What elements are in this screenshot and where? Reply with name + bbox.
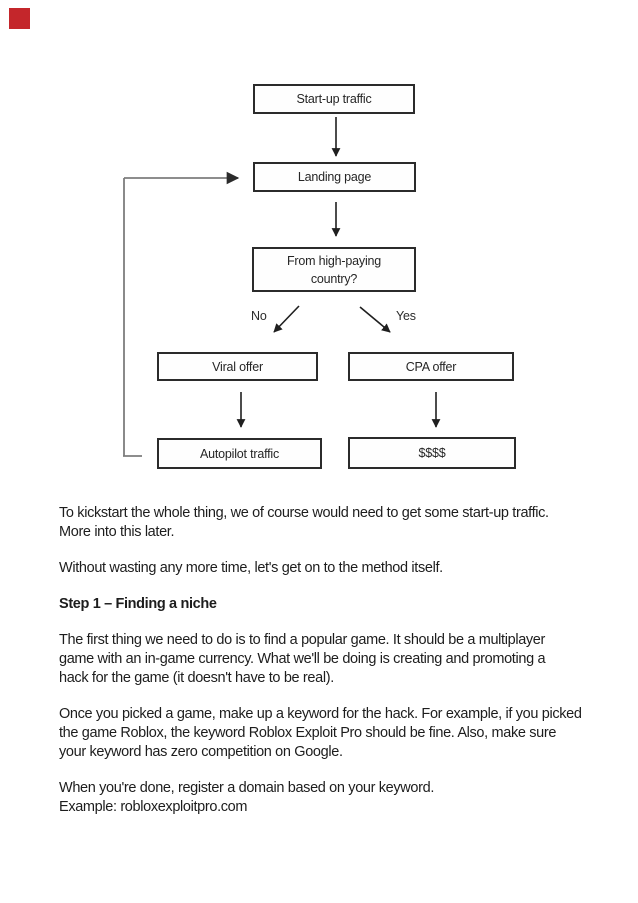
paragraph-without-wasting: Without wasting any more time, let's get… — [59, 560, 443, 576]
edge-label-yes: Yes — [396, 309, 416, 323]
paragraph-register-domain: When you're done, register a domain base… — [59, 780, 434, 815]
flowchart-node-landing-page: Landing page — [253, 162, 416, 192]
node-label: Landing page — [297, 170, 372, 184]
red-marker-icon — [9, 8, 30, 29]
flowchart-node-cpa-offer: CPA offer — [348, 352, 514, 381]
arrow-country-to-viral-no — [273, 305, 300, 333]
arrow-country-to-cpa-yes — [359, 306, 391, 333]
node-label: $$$$ — [418, 446, 446, 460]
step-1-heading: Step 1 – Finding a niche — [59, 596, 217, 612]
flowchart-node-autopilot-traffic: Autopilot traffic — [157, 438, 322, 469]
paragraph-once-picked: Once you picked a game, make up a keywor… — [59, 706, 582, 760]
node-label: From high-paying country? — [286, 253, 382, 286]
node-label: CPA offer — [405, 359, 457, 374]
flowchart-node-money: $$$$ — [348, 437, 516, 469]
node-label: Viral offer — [212, 359, 263, 374]
paragraph-first-thing: The first thing we need to do is to find… — [59, 632, 546, 686]
flowchart-node-viral-offer: Viral offer — [157, 352, 318, 381]
flowchart-node-startup-traffic: Start-up traffic — [253, 84, 415, 114]
body-text: To kickstart the whole thing, we of cour… — [59, 504, 634, 834]
node-label: Autopilot traffic — [199, 446, 280, 461]
edge-label-no: No — [251, 309, 267, 323]
flowchart-node-high-paying-country: From high-paying country? — [252, 247, 416, 292]
paragraph-kickstart: To kickstart the whole thing, we of cour… — [59, 505, 549, 540]
node-label: Start-up traffic — [296, 92, 372, 106]
